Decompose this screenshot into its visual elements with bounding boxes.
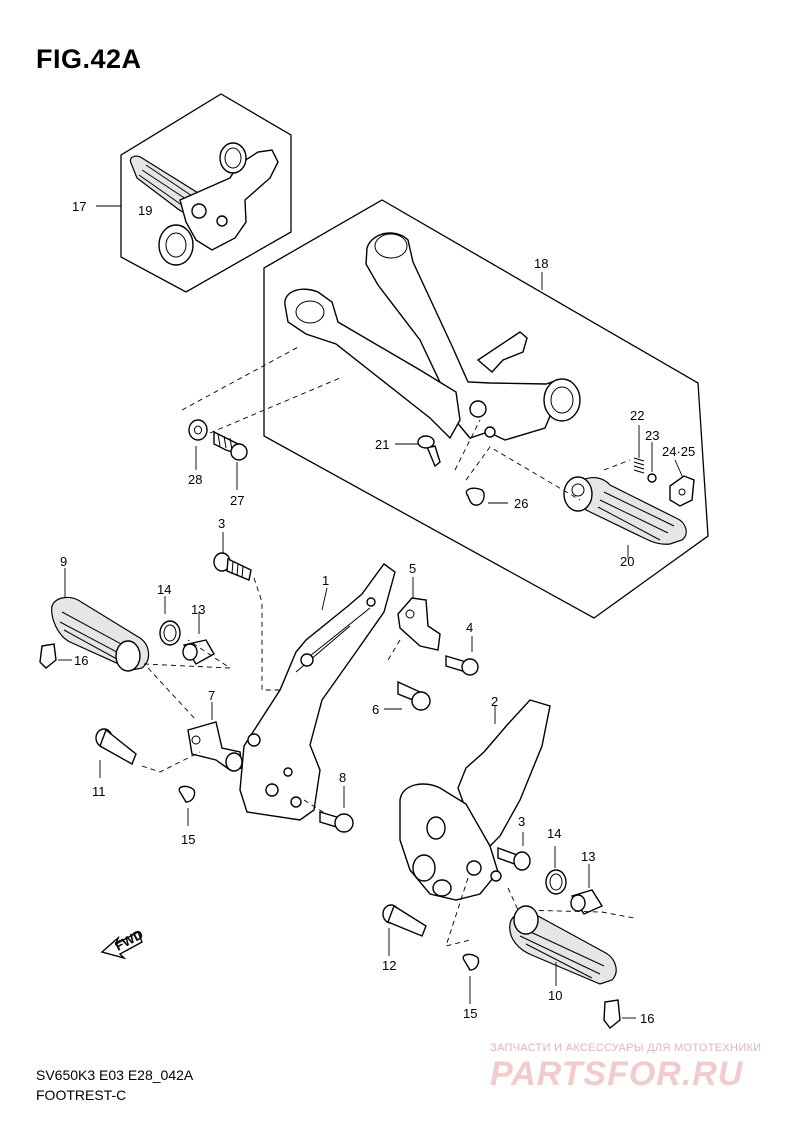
callout-24-25: 24·25 — [662, 444, 695, 459]
clamp-5 — [397, 577, 441, 651]
callout-28: 28 — [188, 472, 202, 487]
figure-title: FIG.42A — [36, 44, 142, 74]
bolt-3-right — [497, 832, 531, 871]
callout-1: 1 — [322, 573, 329, 588]
pin-12 — [382, 904, 427, 956]
callout-13-left: 13 — [191, 602, 205, 617]
callout-2: 2 — [491, 694, 498, 709]
spring-14-left — [159, 596, 181, 646]
callout-10: 10 — [548, 988, 562, 1003]
bolt-3-left — [213, 532, 252, 581]
callout-21: 21 — [375, 437, 389, 452]
pin-11 — [95, 728, 137, 778]
footrest-bracket-assembly-17 — [129, 142, 279, 266]
bolt-8 — [319, 786, 354, 833]
callout-15-left: 15 — [181, 832, 195, 847]
bolt-6 — [384, 680, 431, 711]
footrest-bracket-18 — [284, 232, 581, 441]
pin-13-left — [182, 612, 215, 665]
callout-7: 7 — [208, 688, 215, 703]
footpeg-10 — [509, 905, 617, 986]
callout-6: 6 — [372, 702, 379, 717]
watermark-logo: PARTSFOR.RU — [490, 1055, 744, 1093]
spring-14-right — [545, 846, 567, 895]
e-ring-15-right — [462, 953, 480, 1004]
pivot-pin-21 — [395, 434, 441, 468]
callout-27: 27 — [230, 493, 244, 508]
washer-28 — [188, 419, 208, 470]
callout-20: 20 — [620, 554, 634, 569]
rubber-cap-16-right — [603, 999, 636, 1029]
callout-15-right: 15 — [463, 1006, 477, 1021]
callout-12: 12 — [382, 958, 396, 973]
bracket-2 — [399, 699, 551, 901]
assembly-box-18 — [263, 199, 709, 619]
bolt-27 — [213, 430, 248, 490]
callout-18: 18 — [534, 256, 548, 271]
callout-26: 26 — [514, 496, 528, 511]
bracket-1 — [239, 563, 396, 821]
callout-23: 23 — [645, 428, 659, 443]
callout-16-left: 16 — [74, 653, 88, 668]
pivot-7 — [187, 702, 243, 772]
callout-8: 8 — [339, 770, 346, 785]
pin-13-right — [570, 864, 604, 915]
callout-17: 17 — [72, 199, 86, 214]
diagram-code: SV650K3 E03 E28_042A — [36, 1067, 194, 1083]
bolt-4 — [445, 636, 479, 676]
e-ring-15-left — [178, 785, 196, 826]
fwd-arrow-icon: FWD — [100, 927, 146, 960]
rubber-cap-16-left — [39, 643, 72, 669]
callout-9: 9 — [60, 554, 67, 569]
callout-22: 22 — [630, 408, 644, 423]
callout-14-left: 14 — [157, 582, 171, 597]
spring-22 — [633, 425, 645, 474]
callout-19: 19 — [138, 203, 152, 218]
ball-23 — [647, 442, 657, 483]
callout-4: 4 — [466, 620, 473, 635]
diagram-name: FOOTREST-C — [36, 1087, 127, 1103]
assembly-box-17 — [96, 93, 292, 293]
footpeg-20 — [563, 476, 687, 558]
e-ring-26 — [465, 487, 508, 506]
footpeg-9 — [51, 568, 150, 672]
callout-5: 5 — [409, 561, 416, 576]
callout-16-right: 16 — [640, 1011, 654, 1026]
callout-14-right: 14 — [547, 826, 561, 841]
plate-24-25 — [669, 459, 695, 507]
callout-13-right: 13 — [581, 849, 595, 864]
watermark-tagline: ЗАПЧАСТИ И АКСЕССУАРЫ ДЛЯ МОТОТЕХНИКИ — [490, 1042, 762, 1054]
callout-11: 11 — [92, 784, 106, 799]
callout-3-right: 3 — [518, 814, 525, 829]
callout-3-left: 3 — [218, 516, 225, 531]
callout-labels: 17 19 18 22 23 24·25 21 26 28 27 20 3 1 … — [60, 199, 695, 1026]
